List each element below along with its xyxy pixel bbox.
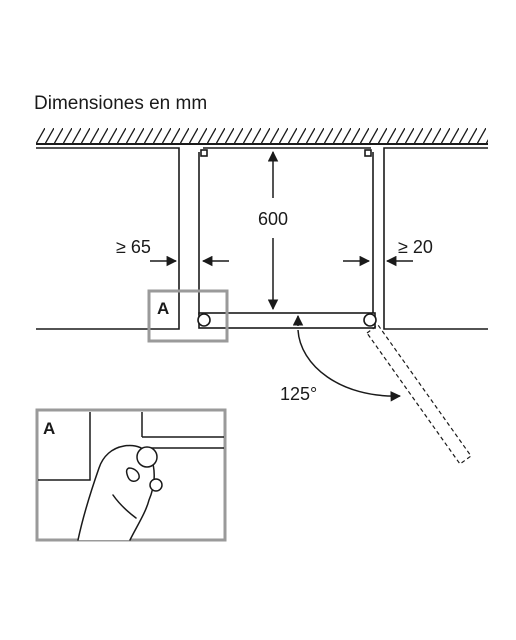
inset-label: A xyxy=(43,419,55,438)
callout-marker: A xyxy=(147,289,229,343)
wall xyxy=(36,128,488,145)
door-angle-label: 125° xyxy=(280,384,317,404)
appliance-body xyxy=(198,147,374,315)
depth-dimension: 600 xyxy=(258,150,288,311)
appliance-door xyxy=(197,312,377,329)
left-cabinet xyxy=(36,147,180,330)
opened-door-outline xyxy=(366,324,472,465)
left-clearance-label: ≥ 65 xyxy=(116,237,151,257)
door-angle-dimension xyxy=(292,314,402,402)
right-clearance-label: ≥ 20 xyxy=(398,237,433,257)
depth-label: 600 xyxy=(258,209,288,229)
detail-inset: A xyxy=(35,408,227,542)
callout-marker-label: A xyxy=(157,299,169,318)
right-cabinet xyxy=(383,147,488,330)
hand-icon xyxy=(77,444,163,541)
diagram-title: Dimensiones en mm xyxy=(34,93,207,114)
